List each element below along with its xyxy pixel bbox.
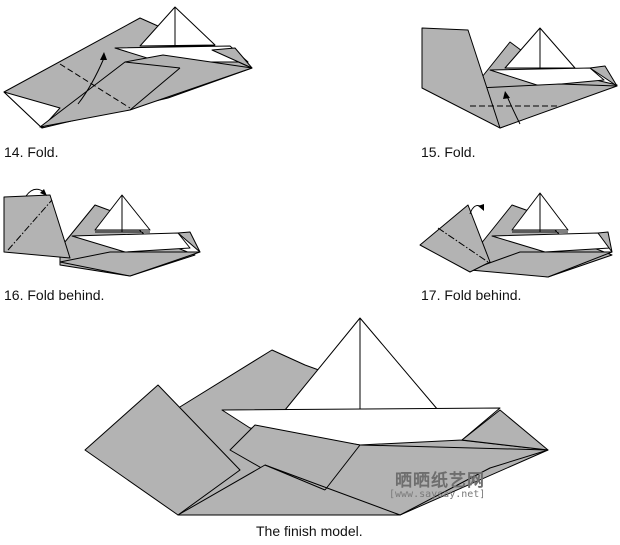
final-right-tip — [461, 409, 549, 451]
step-14-caption: 14. Fold. — [4, 144, 59, 160]
step-16-diagram — [3, 188, 201, 277]
step-14-diagram — [3, 6, 253, 129]
finished-model-diagram — [84, 317, 549, 516]
final-bottom-fold — [177, 464, 401, 516]
step-14-fold-line — [59, 63, 131, 109]
watermark-url: [www.saysay.net] — [389, 489, 486, 500]
final-sail — [284, 317, 439, 411]
watermark-site-name: 晒晒纸艺网 — [395, 471, 485, 491]
step-17-diagram — [419, 192, 613, 278]
step-16-caption: 16. Fold behind. — [4, 287, 105, 303]
final-left-panel — [84, 384, 241, 516]
step-15-hull-white — [489, 67, 605, 87]
step-15-right-tip — [589, 65, 618, 87]
step-15-diagram — [421, 27, 618, 129]
step-16-hull-white — [71, 232, 191, 253]
step-14-arrow — [77, 57, 105, 105]
step-17-mountain-fold — [437, 227, 489, 263]
step-17-caption: 17. Fold behind. — [421, 287, 522, 303]
step-14-front-flap — [39, 54, 253, 128]
step-15-caption: 15. Fold. — [421, 144, 476, 160]
step-14-right-tip — [211, 47, 253, 69]
final-caption: The finish model. — [256, 523, 363, 539]
step-16-mountain-fold — [7, 199, 53, 251]
step-17-right-tip — [597, 231, 613, 253]
step-16-right-tip — [177, 231, 201, 253]
step-15-left-panel — [421, 27, 501, 129]
step-17-left-flap — [419, 204, 491, 273]
step-16-left-panel — [3, 194, 71, 259]
final-hull-white — [221, 407, 501, 446]
